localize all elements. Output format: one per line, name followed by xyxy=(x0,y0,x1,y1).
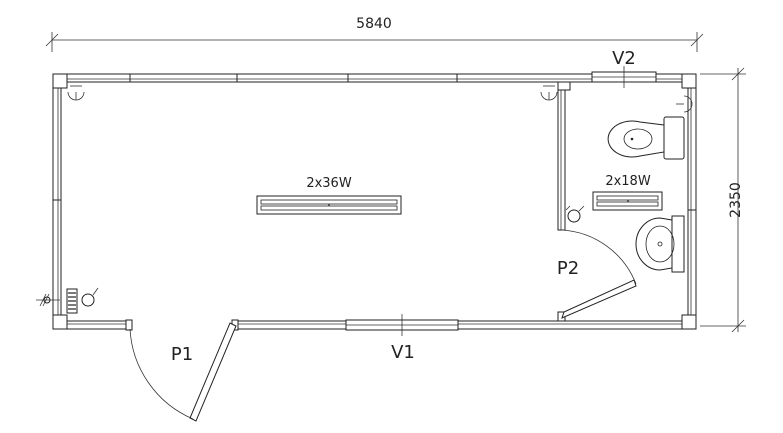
height-dimension: 2350 xyxy=(700,67,746,333)
height-dimension-label: 2350 xyxy=(728,182,744,218)
power-inlet-icon xyxy=(36,293,60,307)
width-dimension-label: 5840 xyxy=(356,16,392,32)
light-fixture-wc-label: 2x18W xyxy=(605,174,651,189)
door-p1: P1 xyxy=(125,319,239,422)
washbasin-icon xyxy=(635,215,685,273)
switch-icon-wc xyxy=(565,205,585,223)
socket-icon-middle xyxy=(540,85,558,101)
light-fixture-main: 2x36W xyxy=(256,176,402,215)
door-p2-label: P2 xyxy=(557,258,579,279)
light-fixture-main-label: 2x36W xyxy=(306,176,352,191)
door-p2: P2 xyxy=(557,229,637,319)
toilet-icon xyxy=(607,116,685,160)
width-dimension: 5840 xyxy=(45,16,704,52)
electrical-panel-icon xyxy=(66,288,78,314)
wc-partition xyxy=(557,81,571,322)
window-v1-label: V1 xyxy=(391,342,415,363)
window-v2-label: V2 xyxy=(612,48,636,69)
socket-icon-left xyxy=(67,85,85,101)
door-p1-label: P1 xyxy=(171,344,193,365)
window-v2: V2 xyxy=(591,48,657,88)
light-fixture-wc: 2x18W xyxy=(592,174,663,211)
switch-icon-main xyxy=(81,287,99,307)
window-v1: V1 xyxy=(345,314,459,363)
socket-icon-wc xyxy=(676,95,693,113)
